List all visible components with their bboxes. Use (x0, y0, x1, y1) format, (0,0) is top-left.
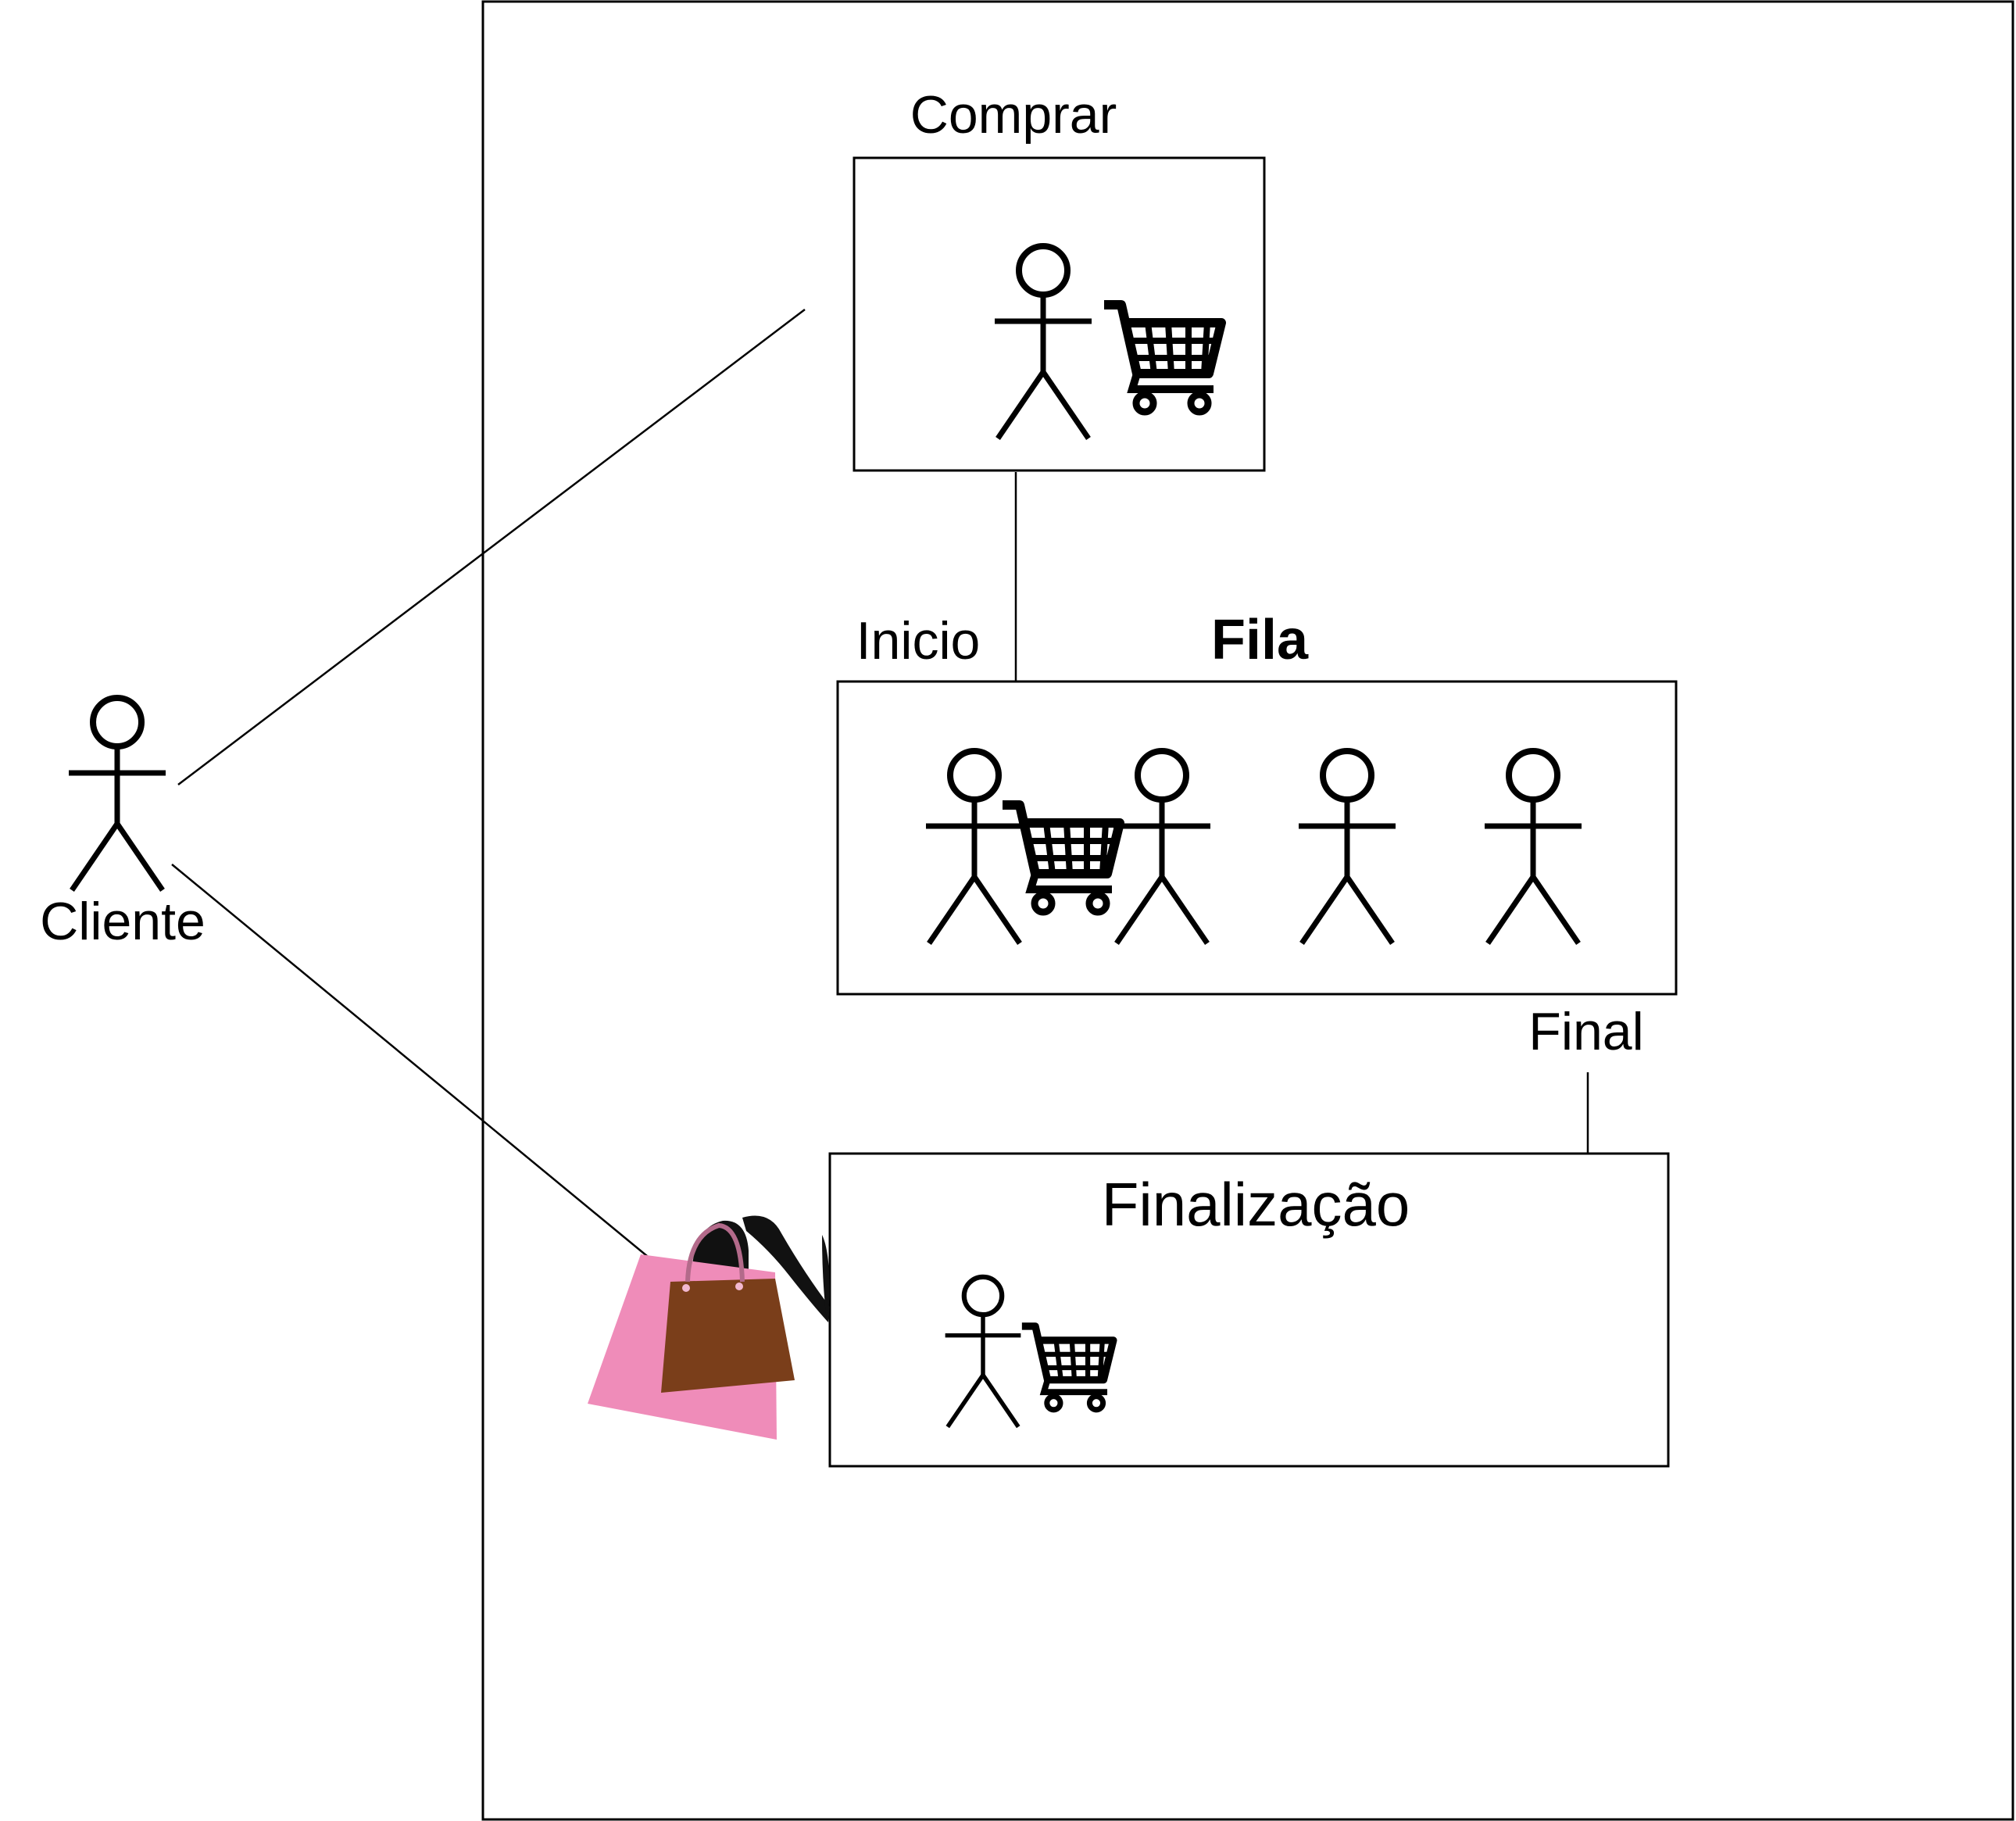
stick-figure-icon (995, 246, 1092, 438)
box-fila: Inicio Fila Final (836, 609, 1678, 1061)
fila-end-label: Final (1528, 1002, 1643, 1061)
stick-figure-icon (69, 698, 166, 890)
stick-figure-icon (1485, 751, 1582, 943)
stick-figure-icon (945, 1277, 1021, 1427)
shopping-cart-icon (1022, 1326, 1113, 1410)
stick-figure-icon (926, 751, 1023, 943)
fila-start-label: Inicio (856, 611, 981, 671)
box-finalizacao: Finalização (828, 1152, 1670, 1468)
box-comprar: Comprar (853, 85, 1266, 472)
box-comprar-title: Comprar (910, 85, 1117, 145)
actor-cliente: Cliente (40, 698, 206, 951)
system-boundary (481, 0, 2014, 1821)
stick-figure-icon (1299, 751, 1396, 943)
stick-figure-icon (1113, 751, 1210, 943)
shopping-cart-icon (1003, 805, 1120, 912)
shopping-cart-icon (1104, 305, 1221, 412)
box-finalizacao-title: Finalização (1102, 1170, 1410, 1239)
shopping-bags-icon (588, 1215, 830, 1440)
actor-label: Cliente (40, 892, 206, 951)
box-fila-title: Fila (1211, 609, 1309, 671)
association-line-comprar (177, 309, 806, 785)
association-line-finalizacao (171, 864, 679, 1283)
